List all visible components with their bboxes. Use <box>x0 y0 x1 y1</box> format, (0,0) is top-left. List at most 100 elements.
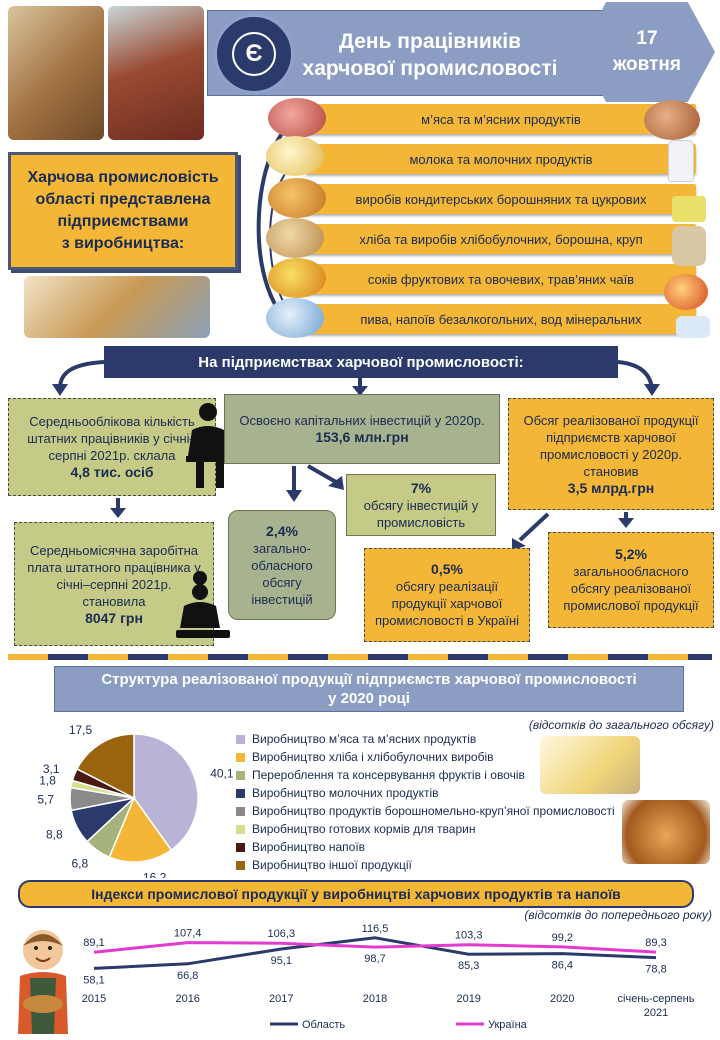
investment-value: 153,6 млн.грн <box>315 429 409 445</box>
legend-label: Виробництво м’яса та м’ясних продуктів <box>252 732 477 746</box>
pie-value-label: 40,1 <box>210 767 234 781</box>
x-tick-label: 2019 <box>456 993 480 1005</box>
date-day: 17 <box>636 28 658 49</box>
investment-box: Освоєно капітальних інвестицій у 2020р. … <box>224 394 500 464</box>
sales-volume-box: Обсяг реалізованої продукції підприємств… <box>508 398 714 510</box>
series-line <box>93 941 657 954</box>
legend-swatch <box>236 734 245 744</box>
sausage-icon <box>644 100 700 140</box>
date-badge: 17 жовтня <box>579 2 715 102</box>
staff-count-value: 4,8 тис. осіб <box>70 464 154 480</box>
inv-share-industry-box: 7% обсягу інвестицій у промисловість <box>346 474 496 536</box>
staff-count-text: Середньооблікова кількість штатних праці… <box>27 414 197 463</box>
x-tick-label: 2015 <box>82 993 106 1005</box>
data-label: 116,5 <box>362 923 389 935</box>
legend-swatch <box>236 860 245 870</box>
legend-label: Виробництво готових кормів для тварин <box>252 822 476 836</box>
meat-icon <box>268 98 326 138</box>
industry-label: молока та молочних продуктів <box>409 151 593 167</box>
bread-photo <box>622 800 710 864</box>
data-label: 89,1 <box>83 937 104 949</box>
index-title-text: Індекси промислової продукції у виробниц… <box>91 886 621 902</box>
baker-illustration <box>18 930 68 1034</box>
intro-line: з виробництва: <box>61 235 185 252</box>
pie-value-label: 6,8 <box>72 857 89 871</box>
index-section-title: Індекси промислової продукції у виробниц… <box>18 880 694 908</box>
legend-item: Виробництво молочних продуктів <box>236 784 616 802</box>
pie-note: (відсотків до загального обсягу) <box>528 718 714 732</box>
staff-count-box: Середньооблікова кількість штатних праці… <box>8 398 216 496</box>
data-label: 99,2 <box>552 932 573 944</box>
industry-label: м’яса та м’ясних продуктів <box>421 111 581 127</box>
legend-item: Виробництво м’яса та м’ясних продуктів <box>236 730 616 748</box>
sales-ukraine-box: 0,5% обсягу реалізації продукції харчово… <box>364 548 530 642</box>
dairy-photo <box>540 736 640 794</box>
legend-label: Виробництво хліба і хлібобулочних виробі… <box>252 750 494 764</box>
x-tick-label: 2016 <box>175 993 199 1005</box>
legend-item: Виробництво продуктів борошномельно-круп… <box>236 802 616 820</box>
intro-line: області представлена <box>35 191 211 208</box>
pie-value-label: 17,5 <box>69 723 93 737</box>
industry-label: соків фруктових та овочевих, трав’яних ч… <box>367 271 635 287</box>
legend-item: Виробництво готових кормів для тварин <box>236 820 616 838</box>
x-tick-label: 2020 <box>550 993 574 1005</box>
inv-share-industry-value: 7% <box>410 479 432 496</box>
pie-value-label: 3,1 <box>43 762 60 776</box>
juice-icon <box>268 258 326 298</box>
legend-label: Виробництво продуктів борошномельно-круп… <box>252 804 615 818</box>
inv-share-region-box: 2,4% загально-обласного обсягу інвестиці… <box>228 510 336 620</box>
x-tick-label: 2018 <box>363 993 387 1005</box>
banner-arrows <box>52 360 660 396</box>
data-label: 78,8 <box>645 964 666 976</box>
banner-text: На підприємствах харчової промисловості: <box>198 353 524 371</box>
industry-bar-pastry: виробів кондитерських борошняних та цукр… <box>306 184 696 214</box>
pie-slice <box>108 796 173 863</box>
pie-chart: 40,1 16,2 6,8 8,8 5,7 1,83,1 17,5 <box>37 723 234 879</box>
legend-item: Виробництво іншої продукції <box>236 856 616 874</box>
x-tick-label: 2017 <box>269 993 293 1005</box>
enterprises-banner: На підприємствах харчової промисловості: <box>104 346 618 378</box>
bottles-icon <box>266 298 324 338</box>
industry-bar-bread: хліба та виробів хлібобулочних, борошна,… <box>306 224 696 254</box>
industry-bar-juice: соків фруктових та овочевих, трав’яних ч… <box>306 264 696 294</box>
legend-swatch <box>236 842 245 852</box>
legend-swatch <box>236 824 245 834</box>
cookies-icon <box>672 196 706 222</box>
index-note: (відсотків до попереднього року) <box>524 908 712 922</box>
water-bottle-icon <box>676 316 710 338</box>
pie-value-label: 5,7 <box>37 792 54 806</box>
title-line-2: харчової промисловості <box>302 57 558 80</box>
pie-value-label: 1,8 <box>39 774 56 788</box>
legend-label: Виробництво іншої продукції <box>252 858 412 872</box>
sales-ukraine-value: 0,5% <box>431 561 463 577</box>
pie-value-label: 16,2 <box>143 871 167 879</box>
emblem-glyph: Є <box>232 32 276 76</box>
x-tick-label: 2021 <box>644 1007 668 1019</box>
pie-title-line-2: у 2020 році <box>328 690 410 707</box>
legend-label: Виробництво напоїв <box>252 840 366 854</box>
intro-line: Харчова промисловість <box>27 169 219 186</box>
pie-value-label: 8,8 <box>46 827 63 841</box>
factory-photo <box>8 6 104 140</box>
x-tick-label: січень-серпень <box>618 993 695 1005</box>
section-divider <box>8 654 712 660</box>
salary-text: Середньомісячна заробітна плата штатного… <box>27 542 201 609</box>
data-label: 66,8 <box>177 970 198 982</box>
inv-share-region-text: загально-обласного обсягу інвестицій <box>251 540 313 607</box>
bakery-photo <box>24 276 210 338</box>
legend-swatch <box>236 788 245 798</box>
title-line-1: День працівників <box>338 30 522 53</box>
industry-bar-drinks: пива, напоїв безалкогольних, вод мінерал… <box>306 304 696 334</box>
sales-volume-value: 3,5 млрд.грн <box>567 479 655 496</box>
data-label: 85,3 <box>458 960 479 972</box>
data-label: 95,1 <box>271 955 292 967</box>
intro-box: Харчова промисловість області представле… <box>8 152 238 270</box>
fruit-icon <box>664 274 708 310</box>
pie-section-title: Структура реалізованої продукції підприє… <box>54 666 684 712</box>
legend-label: Перероблення та консервування фруктів і … <box>252 768 525 782</box>
dairy-icon <box>266 136 324 176</box>
data-label: 98,7 <box>364 953 385 965</box>
salary-value: 8047 грн <box>85 609 143 626</box>
